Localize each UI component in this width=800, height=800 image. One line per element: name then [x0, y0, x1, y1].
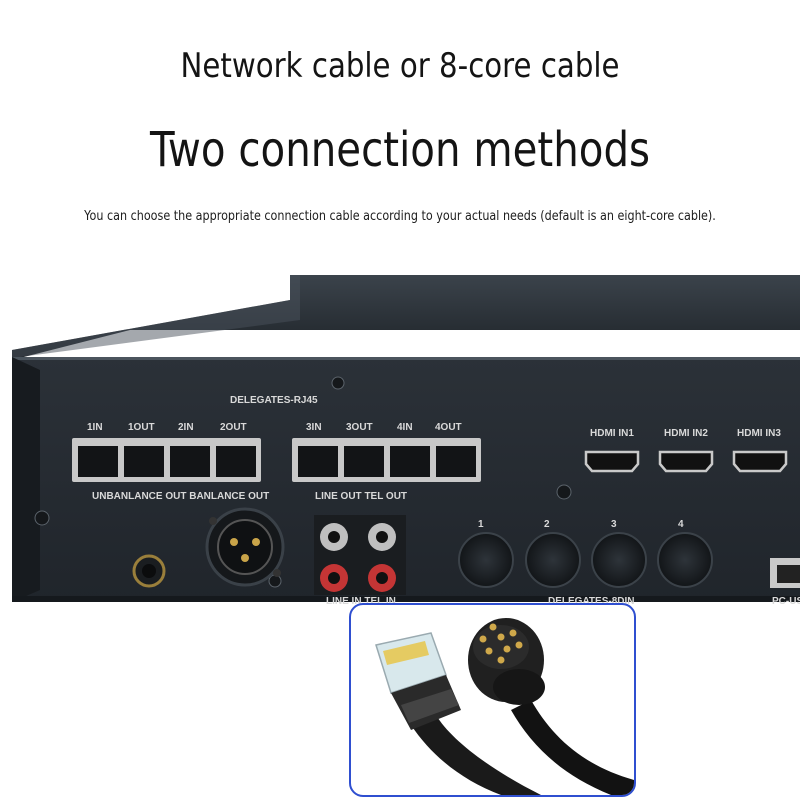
port-label: 1IN [87, 422, 103, 433]
port-label: 4OUT [435, 422, 462, 433]
subtitle: Network cable or 8-core cable [180, 46, 620, 86]
din-number: 4 [678, 519, 684, 530]
device-rear-panel: DELEGATES-RJ45 1IN 1OUT 2IN 2OUT UNBANLA… [0, 260, 800, 800]
rca-jack-group: LINE IN TEL IN [314, 515, 406, 607]
port-label: 2IN [178, 422, 194, 433]
usb-port-icon: PC-US [770, 558, 800, 607]
din-number: 1 [478, 519, 484, 530]
din-connector-group: 1 2 3 4 DELEGATES-8DIN [458, 519, 713, 607]
rj45-group-b: 3IN 3OUT 4IN 4OUT LINE OUT TEL OUT [292, 422, 481, 502]
hdmi-label: HDMI IN1 [590, 428, 634, 439]
rj45-group-label: DELEGATES-RJ45 [230, 395, 318, 406]
caption-text: You can choose the appropriate connectio… [84, 209, 716, 224]
screw-icon [34, 376, 572, 588]
din-connector-icon [468, 618, 634, 795]
hdmi-label: HDMI IN2 [664, 428, 708, 439]
cable-inset [349, 603, 636, 797]
rj45-connector-icon [375, 632, 541, 795]
din-caption: DELEGATES-8DIN [548, 596, 635, 607]
audio-jack-icon [132, 554, 166, 588]
port-label: 2OUT [220, 422, 247, 433]
hdmi-label: HDMI IN3 [737, 428, 781, 439]
usb-caption: PC-US [772, 596, 800, 607]
hdmi-port-icon [584, 450, 788, 473]
rca-caption: LINE IN TEL IN [326, 596, 396, 607]
din-number: 2 [544, 519, 550, 530]
group-a-caption: UNBANLANCE OUT BANLANCE OUT [92, 491, 269, 502]
page-title: Two connection methods [149, 122, 651, 178]
port-label: 3OUT [346, 422, 373, 433]
din-connector-icon [458, 532, 713, 588]
port-label: 3IN [306, 422, 322, 433]
rj45-group-a: 1IN 1OUT 2IN 2OUT UNBANLANCE OUT BANLANC… [72, 422, 269, 502]
din-number: 3 [611, 519, 617, 530]
hdmi-port-group: HDMI IN1 HDMI IN2 HDMI IN3 [584, 428, 788, 473]
port-label: 4IN [397, 422, 413, 433]
port-label: 1OUT [128, 422, 155, 433]
xlr-connector-icon [205, 507, 285, 587]
group-b-caption: LINE OUT TEL OUT [315, 491, 407, 502]
